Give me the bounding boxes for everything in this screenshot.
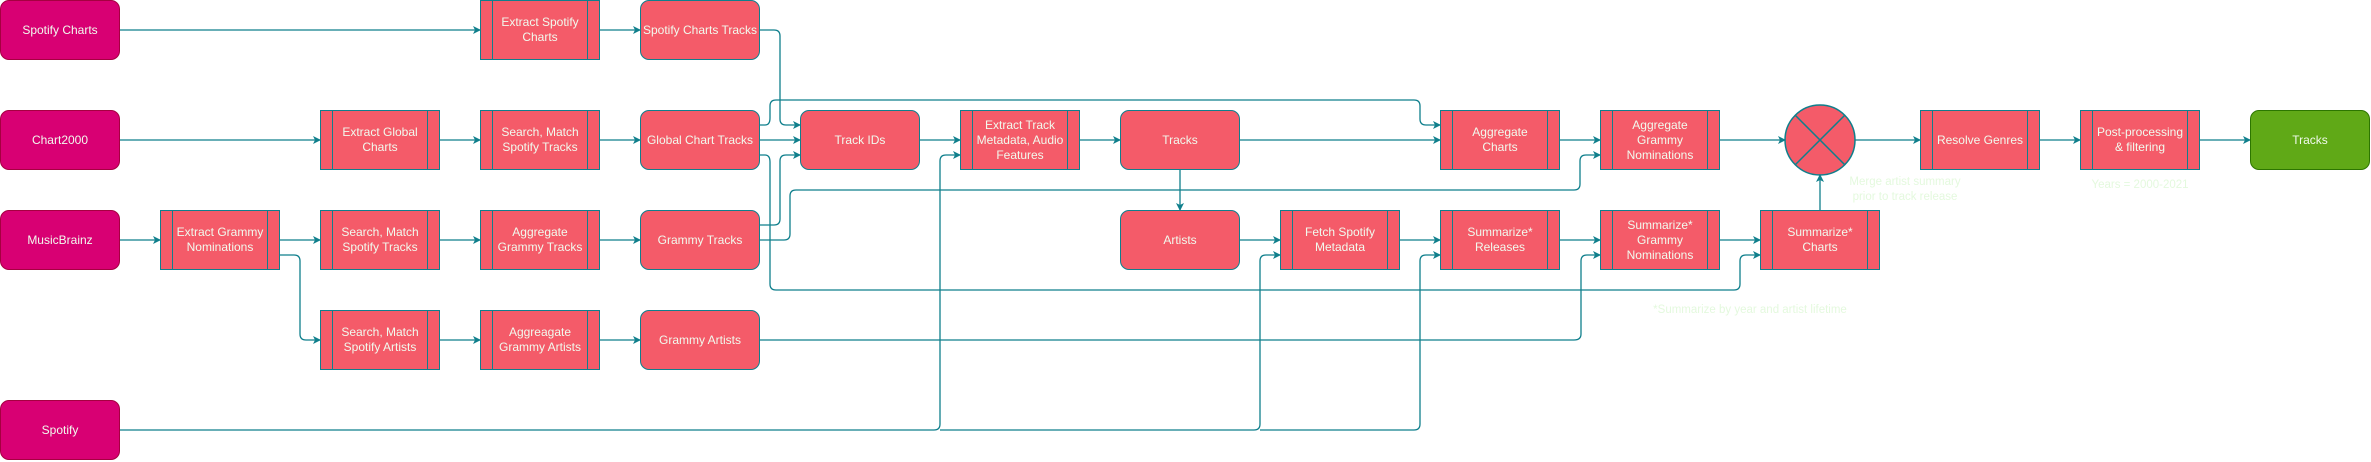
node-label: Summarize* Grammy Nominations: [1626, 217, 1694, 262]
node-extract-track-meta[interactable]: Extract Track Metadata, Audio Features: [960, 110, 1080, 170]
node-label: Extract Spotify Charts: [501, 15, 579, 44]
node-label: Aggregate Grammy Nominations: [1626, 117, 1694, 162]
node-label: MusicBrainz: [27, 232, 93, 247]
node-spotify[interactable]: Spotify: [0, 400, 120, 460]
node-post-processing[interactable]: Post-processing & filtering: [2080, 110, 2200, 170]
edge-grammy-artists-to-summarize-grammy-noms: [760, 251, 1601, 341]
node-fetch-spotify-meta[interactable]: Fetch Spotify Metadata: [1280, 210, 1400, 270]
edge-spotify-charts-tracks-to-track-ids: [760, 29, 801, 129]
node-label: Search, Match Spotify Artists: [341, 325, 419, 354]
node-search-artists[interactable]: Search, Match Spotify Artists: [320, 310, 440, 370]
node-grammy-tracks[interactable]: Grammy Tracks: [640, 210, 760, 270]
node-label: Extract Grammy Nominations: [176, 225, 264, 254]
edge-grammy-tracks-to-agg-grammy-noms: [760, 151, 1601, 241]
node-label: Grammy Artists: [658, 332, 741, 347]
node-label: Post-processing & filtering: [2096, 125, 2184, 154]
node-label: Track IDs: [834, 132, 886, 147]
node-extract-grammy[interactable]: Extract Grammy Nominations: [160, 210, 280, 270]
node-search-tracks-global[interactable]: Search, Match Spotify Tracks: [480, 110, 600, 170]
node-label: Aggreagate Grammy Artists: [498, 325, 581, 354]
node-label: Resolve Genres: [1936, 132, 2024, 147]
node-chart2000[interactable]: Chart2000: [0, 110, 120, 170]
edge-spotify-to-fetch-spotify-meta: [940, 251, 1281, 431]
edge-grammy-tracks-to-track-ids: [760, 151, 801, 226]
node-resolve-genres[interactable]: Resolve Genres: [1920, 110, 2040, 170]
node-label: Spotify: [41, 422, 79, 437]
edge-global-chart-tracks-to-summarize-charts: [760, 154, 1761, 291]
node-agg-grammy-artists[interactable]: Aggreagate Grammy Artists: [480, 310, 600, 370]
node-label: Tracks: [2292, 132, 2328, 147]
node-label: Spotify Charts Tracks: [642, 22, 758, 37]
edge-global-chart-tracks-to-aggregate-charts: [760, 99, 1441, 129]
node-summarize-grammy-noms[interactable]: Summarize* Grammy Nominations: [1600, 210, 1720, 270]
node-search-tracks-grammy[interactable]: Search, Match Spotify Tracks: [320, 210, 440, 270]
node-agg-grammy-noms[interactable]: Aggregate Grammy Nominations: [1600, 110, 1720, 170]
node-label: Extract Global Charts: [342, 125, 418, 154]
edge-spotify-to-extract-track-meta: [120, 151, 961, 431]
node-agg-grammy-tracks[interactable]: Aggregate Grammy Tracks: [480, 210, 600, 270]
note-years: Years = 2000-2021: [2091, 179, 2189, 191]
node-musicbrainz[interactable]: MusicBrainz: [0, 210, 120, 270]
node-tracks[interactable]: Tracks: [1120, 110, 1240, 170]
node-grammy-artists[interactable]: Grammy Artists: [640, 310, 760, 370]
node-spotify-charts-tracks[interactable]: Spotify Charts Tracks: [640, 0, 760, 60]
node-spotify-charts[interactable]: Spotify Charts: [0, 0, 120, 60]
node-aggregate-charts[interactable]: Aggregate Charts: [1440, 110, 1560, 170]
node-label: Tracks: [1162, 132, 1198, 147]
note-summarize: *Summarize by year and artist lifetime: [1653, 304, 1847, 316]
node-label: Chart2000: [31, 132, 89, 147]
node-label: Aggregate Charts: [1472, 125, 1528, 154]
node-label: Artists: [1163, 232, 1197, 247]
node-summarize-charts[interactable]: Summarize* Charts: [1760, 210, 1880, 270]
node-track-ids[interactable]: Track IDs: [800, 110, 920, 170]
node-label: Spotify Charts: [22, 22, 98, 37]
node-label: Global Chart Tracks: [646, 132, 754, 147]
node-label: Aggregate Grammy Tracks: [497, 225, 583, 254]
note-merge: Merge artist summary prior to track rele…: [1849, 176, 1961, 203]
node-extract-spotify[interactable]: Extract Spotify Charts: [480, 0, 600, 60]
node-label: Extract Track Metadata, Audio Features: [976, 117, 1064, 162]
node-label: Search, Match Spotify Tracks: [501, 125, 579, 154]
node-summarize-releases[interactable]: Summarize* Releases: [1440, 210, 1560, 270]
node-label: Summarize* Releases: [1467, 225, 1533, 254]
node-global-chart-tracks[interactable]: Global Chart Tracks: [640, 110, 760, 170]
edge-spotify-to-summarize-releases: [1260, 251, 1441, 431]
node-tracks-out[interactable]: Tracks: [2250, 110, 2370, 170]
node-label: Search, Match Spotify Tracks: [341, 225, 419, 254]
merge-node: [1784, 104, 1856, 176]
node-extract-global[interactable]: Extract Global Charts: [320, 110, 440, 170]
node-artists[interactable]: Artists: [1120, 210, 1240, 270]
node-label: Summarize* Charts: [1787, 225, 1853, 254]
node-label: Grammy Tracks: [657, 232, 743, 247]
node-label: Fetch Spotify Metadata: [1304, 225, 1376, 254]
edge-extract-grammy-to-search-artists: [280, 254, 321, 344]
